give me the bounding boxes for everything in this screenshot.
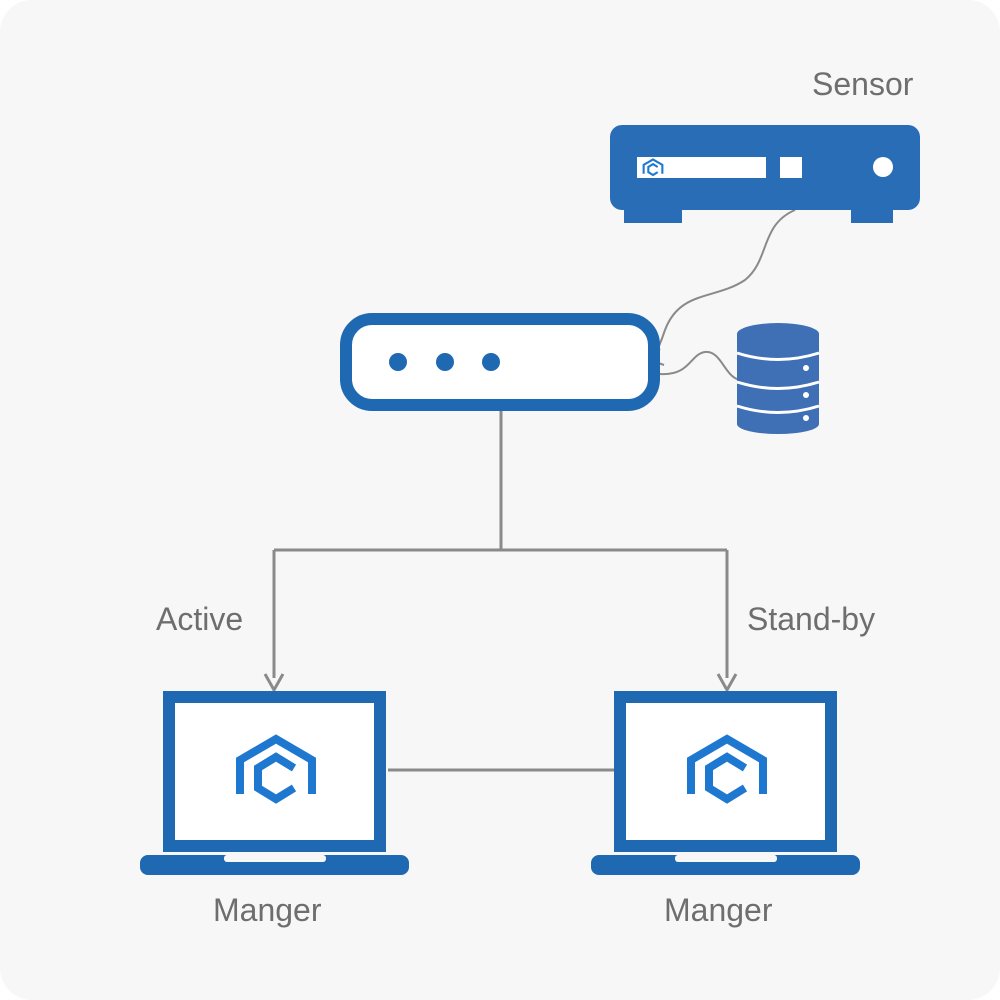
- active-arrow-head: [263, 673, 285, 694]
- database-icon: [736, 323, 820, 434]
- network-switch-icon: [340, 313, 660, 411]
- manager-active-laptop-icon: [140, 691, 409, 875]
- switch-port-dot: [436, 353, 454, 371]
- manager-standby-laptop-icon: [591, 691, 860, 875]
- sensor-label: Sensor: [812, 66, 914, 102]
- switch-port-dot: [389, 353, 407, 371]
- connector-lines: [263, 209, 796, 772]
- database-cable: [659, 350, 743, 381]
- active-role-label: Active: [156, 601, 244, 637]
- standby-role-label: Stand-by: [747, 601, 876, 637]
- sensor-appliance-icon: [610, 125, 920, 223]
- switch-port-dot: [482, 353, 500, 371]
- manager-standby-label: Manger: [664, 892, 773, 928]
- manager-active-label: Manger: [213, 892, 322, 928]
- standby-arrow-head: [716, 673, 738, 694]
